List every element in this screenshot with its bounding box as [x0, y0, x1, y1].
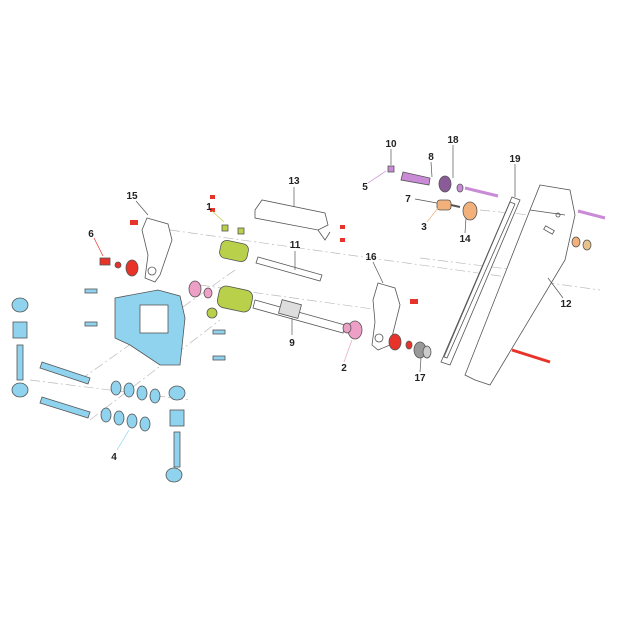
purple-shaft-assembly [387, 165, 606, 220]
part-17-gear [413, 341, 432, 359]
callout-11: 11 [290, 240, 301, 251]
callout-2: 2 [341, 363, 347, 374]
orange-pulley-assembly [436, 199, 592, 251]
callout-15: 15 [126, 191, 138, 202]
callout-1: 1 [206, 202, 212, 213]
part-16-plate [371, 282, 401, 351]
callout-5: 5 [362, 182, 368, 193]
callout-13: 13 [288, 176, 300, 187]
callout-14: 14 [459, 234, 471, 245]
callout-19: 19 [509, 154, 521, 165]
callout-labels: 1 2 3 4 5 6 7 8 9 10 11 12 13 14 15 16 1… [88, 135, 572, 463]
callout-10: 10 [385, 139, 397, 150]
callout-6: 6 [88, 229, 94, 240]
part-19-belt [440, 196, 521, 366]
callout-18: 18 [447, 135, 459, 146]
callout-17: 17 [414, 373, 426, 384]
callout-4: 4 [111, 452, 117, 463]
callout-7: 7 [405, 194, 411, 205]
leader-lines [93, 145, 564, 451]
part-15-plate [141, 217, 173, 283]
green-couplings [206, 224, 254, 319]
part-13-cover [254, 199, 331, 241]
callout-9: 9 [289, 338, 295, 349]
pink-bushings [188, 280, 363, 340]
part-9-shaft [252, 299, 346, 334]
callout-16: 16 [365, 252, 377, 263]
red-fasteners [99, 195, 551, 364]
callout-12: 12 [560, 299, 572, 310]
blue-frame-assembly [11, 288, 226, 483]
part-11-rod [255, 256, 323, 282]
callout-3: 3 [421, 222, 427, 233]
part-12-arm [464, 184, 576, 386]
callout-8: 8 [428, 152, 434, 163]
